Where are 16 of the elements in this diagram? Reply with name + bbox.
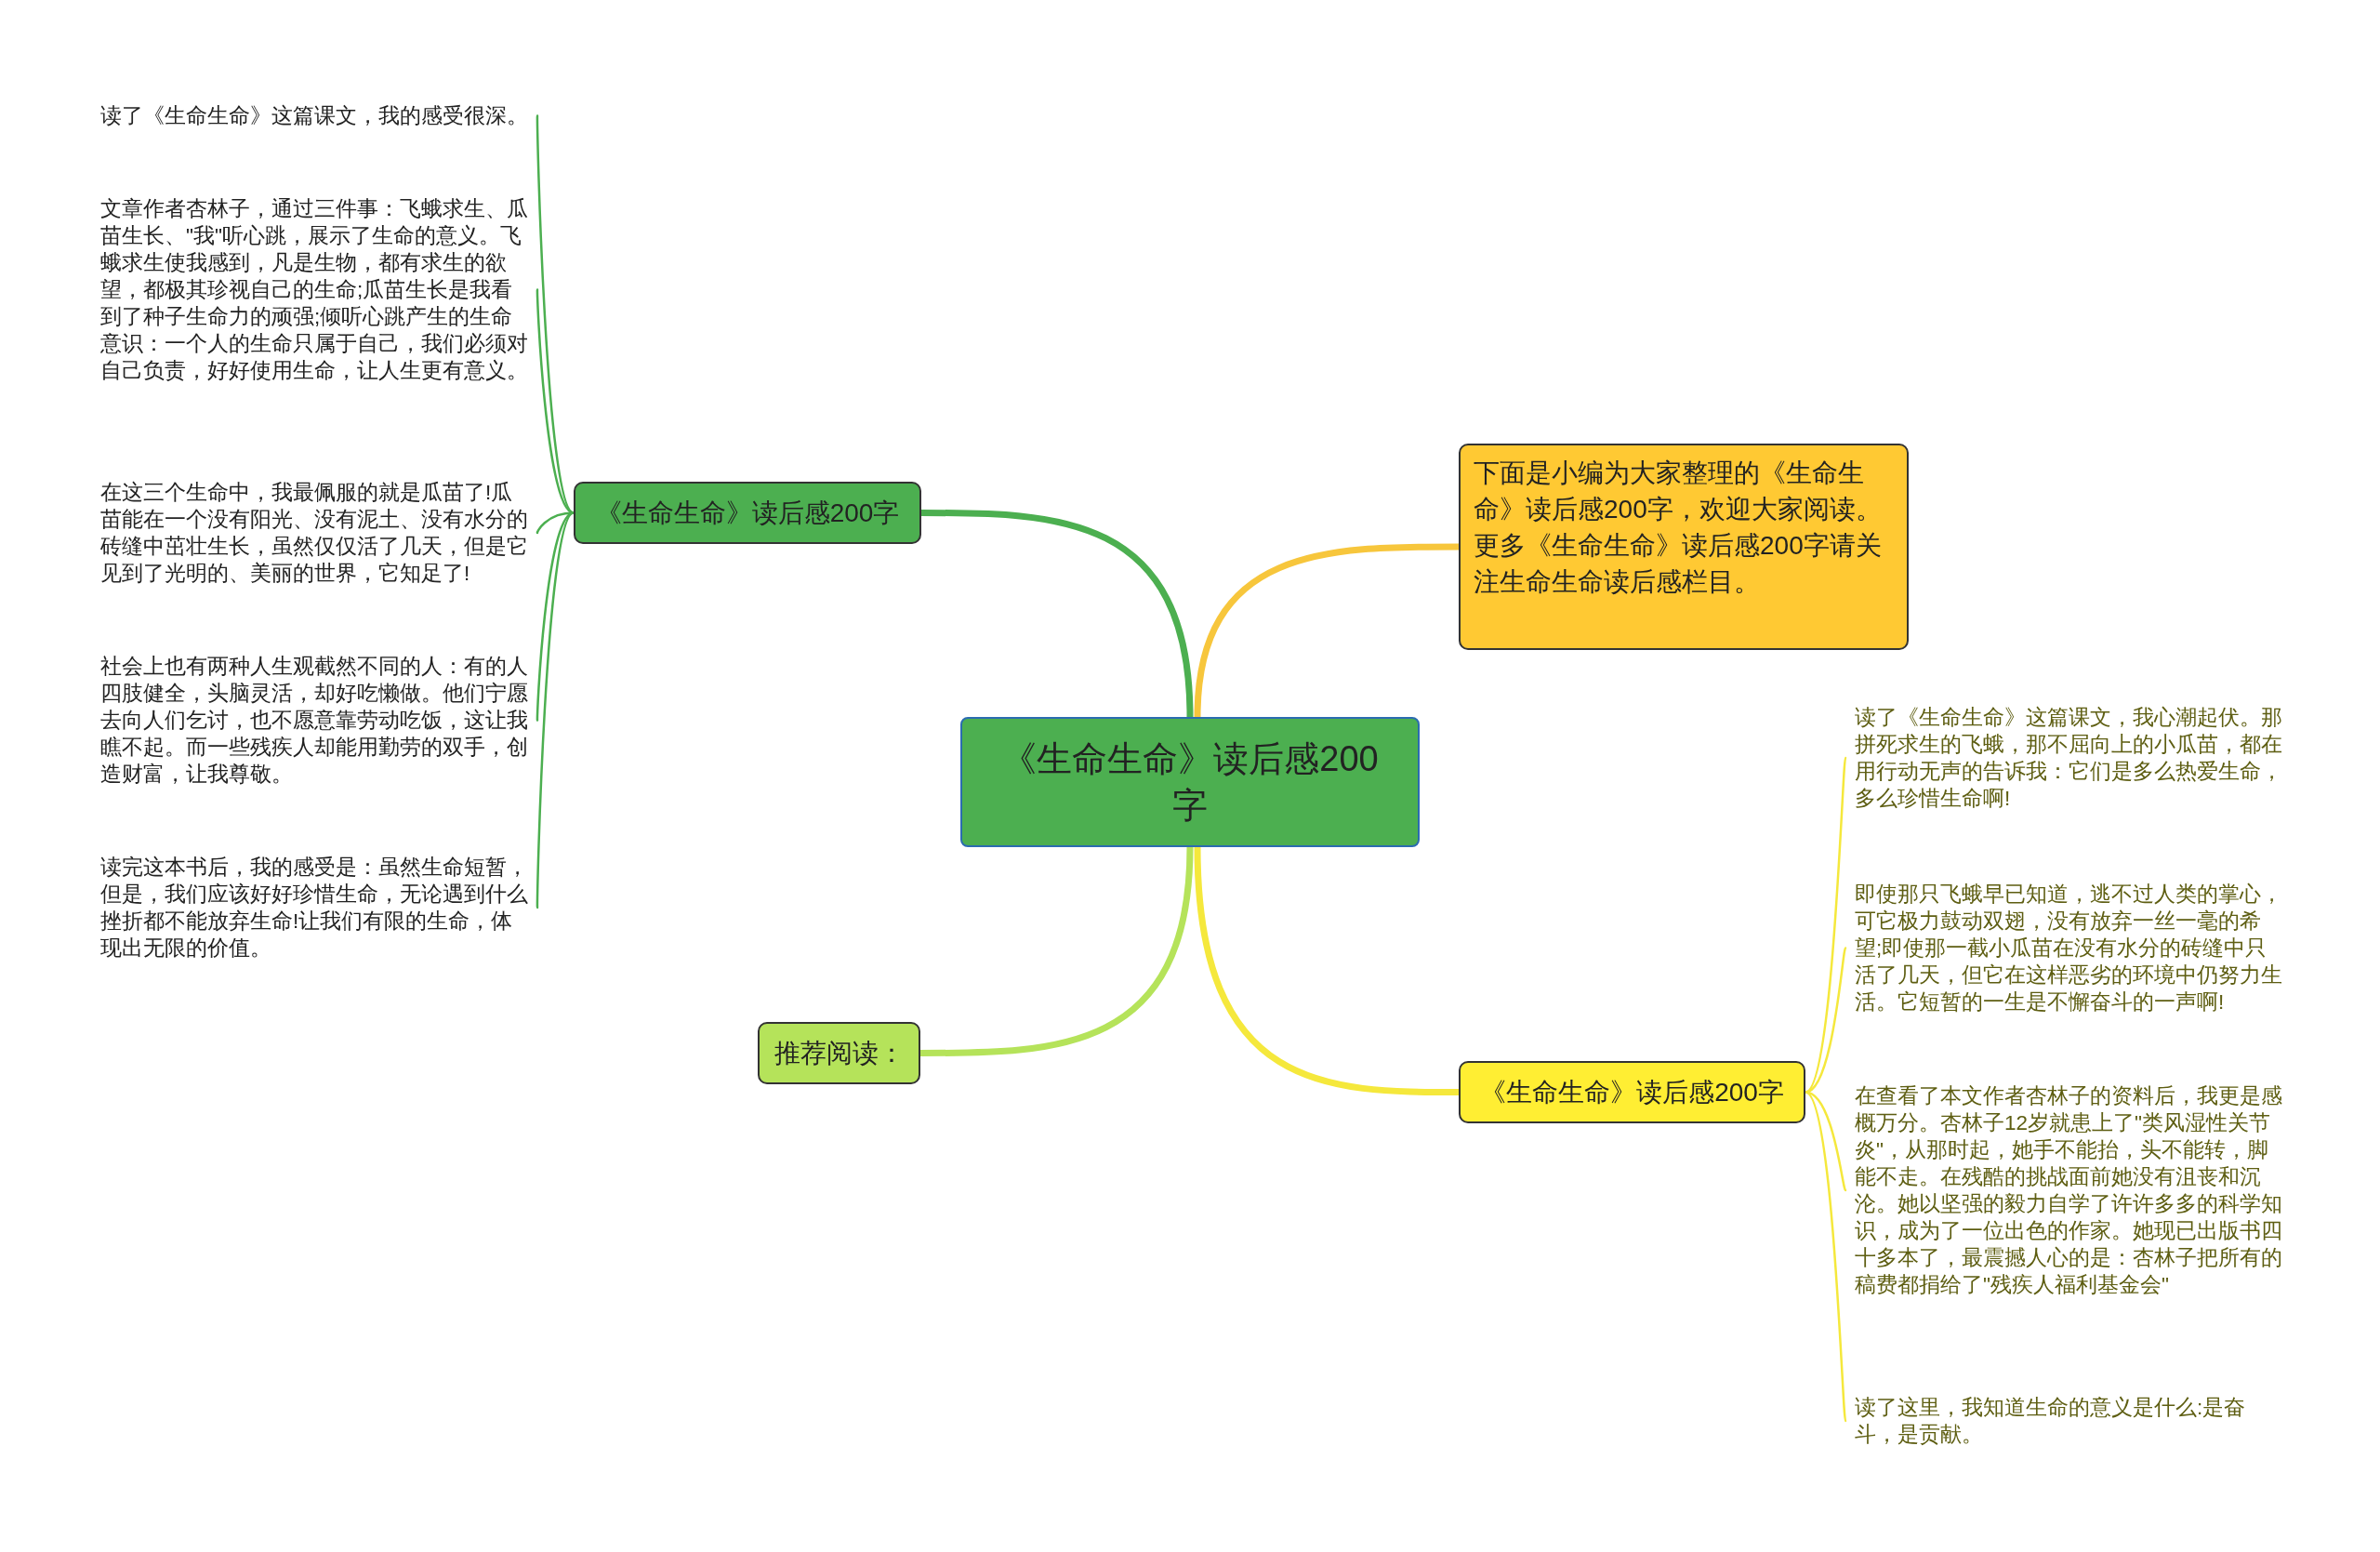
text-paragraph: 文章作者杏林子，通过三件事：飞蛾求生、瓜苗生长、"我"听心跳，展示了生命的意义。飞蛾求生使我感到，凡是生物，都有求生的欲望，都极其珍视自己的生命;瓜苗生长是我看到了种子生命力的顽强;倾听心跳产生的生命意识：一个人的生命只属于自己，我们必须对自己负责，好好使用生命，让人生更有意义。 (100, 195, 528, 384)
text-paragraph: 读完这本书后，我的感受是：虽然生命短暂，但是，我们应该好好珍惜生命，无论遇到什么挫折都不能放弃生命!让我们有限的生命，体现出无限的价值。 (100, 854, 528, 962)
text-paragraph: 读了《生命生命》这篇课文，我心潮起伏。那拼死求生的飞蛾，那不屈向上的小瓜苗，都在用行动无声的告诉我：它们是多么热爱生命，多么珍惜生命啊! (1855, 704, 2282, 812)
connector-line (536, 511, 575, 909)
text-paragraph: 在查看了本文作者杏林子的资料后，我更是感概万分。杏林子12岁就患上了"类风湿性关节炎"，从那时起，她手不能抬，头不能转，脚能不走。在残酷的挑战面前她没有沮丧和沉沦。她以坚强的毅力自学了许许多多的科学知识，成为了一位出色的作家。她现已出版书四十多本了，最震撼人心的是：杏林子把所有的稿费都捐给了"残疾人福利基金会" (1855, 1082, 2282, 1298)
text-paragraph: 读了《生命生命》这篇课文，我的感受很深。 (100, 102, 528, 129)
text-paragraph: 社会上也有两种人生观截然不同的人：有的人四肢健全，头脑灵活，却好吃懒做。他们宁愿去向人们乞讨，也不愿意靠劳动吃饭，这让我瞧不起。而一些残疾人却能用勤劳的双手，创造财富，让我尊敬。 (100, 653, 528, 788)
topic-box: 推荐阅读： (758, 1022, 920, 1084)
topic-box: 《生命生命》读后感200字 (1459, 1061, 1805, 1123)
text-paragraph: 即使那只飞蛾早已知道，逃不过人类的掌心，可它极力鼓动双翅，没有放弃一丝一毫的希望;即使那一截小瓜苗在没有水分的砖缝中只活了几天，但它在这样恶劣的环境中仍努力生活。它短暂的一生是不懈奋斗的一声啊! (1855, 881, 2282, 1015)
note-box: 下面是小编为大家整理的《生命生命》读后感200字，欢迎大家阅读。更多《生命生命》读后感200字请关注生命生命读后感栏目。 (1459, 444, 1909, 650)
central-topic-box: 《生命生命》读后感200字 (960, 717, 1420, 847)
text-paragraph: 读了这里，我知道生命的意义是什么:是奋斗，是贡献。 (1855, 1394, 2282, 1448)
topic-box: 《生命生命》读后感200字 (574, 482, 921, 544)
text-paragraph: 在这三个生命中，我最佩服的就是瓜苗了!瓜苗能在一个没有阳光、没有泥土、没有水分的砖缝中茁壮生长，虽然仅仅活了几天，但是它见到了光明的、美丽的世界，它知足了! (100, 479, 528, 587)
connector-line (1804, 1091, 1847, 1423)
